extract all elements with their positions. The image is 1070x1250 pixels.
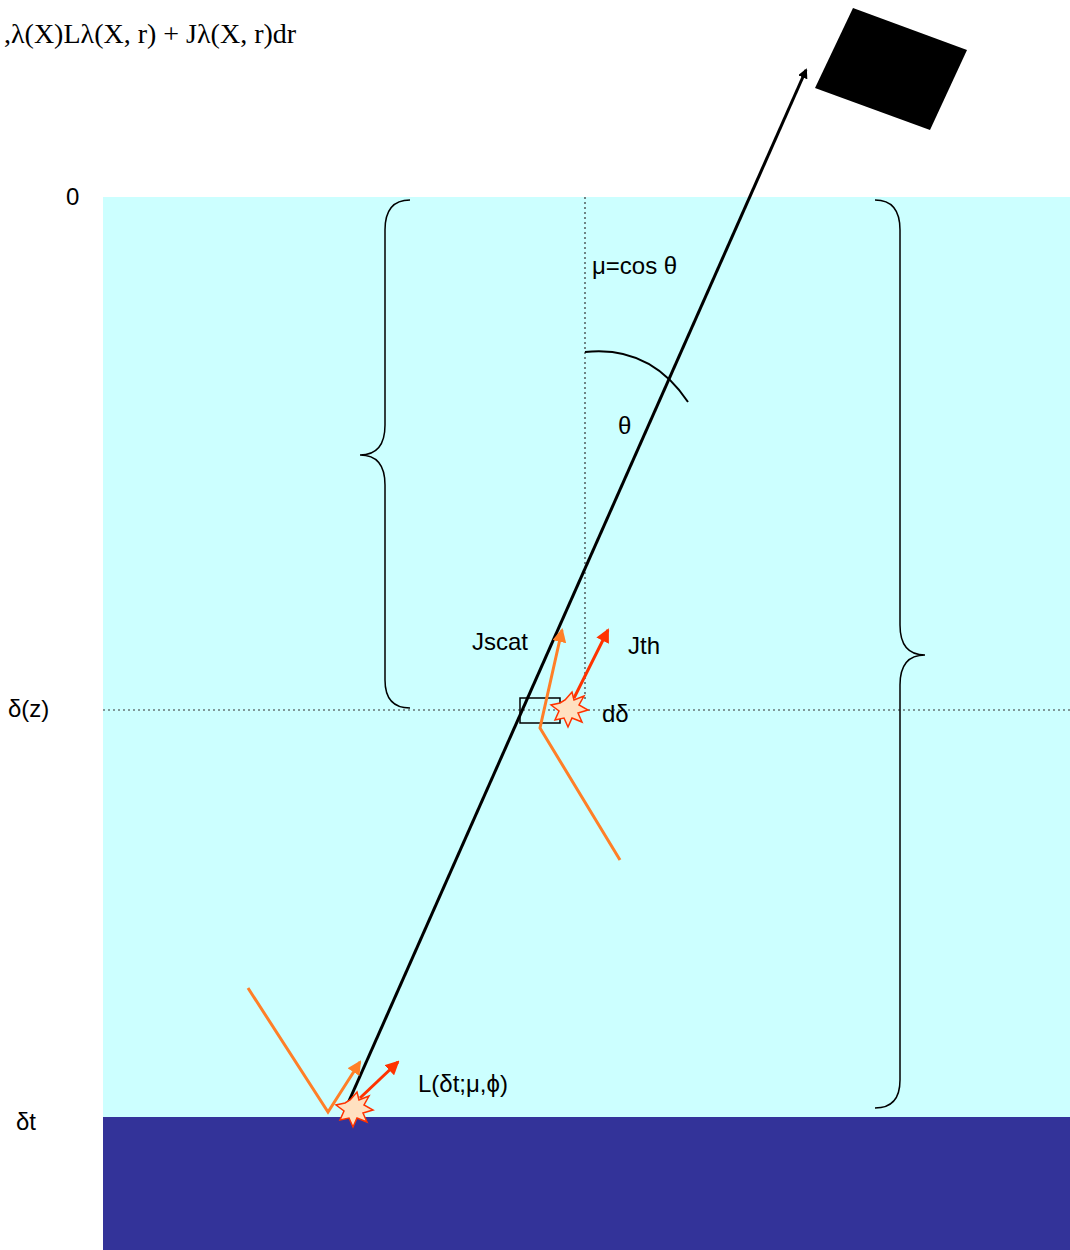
depth-z: δ(z) — [8, 695, 49, 723]
angle-symbol: θ — [618, 412, 631, 440]
bottom-reflect-ray — [248, 988, 360, 1112]
thermal-source: Jth — [628, 632, 660, 660]
layer-thickness: dδ — [602, 700, 629, 728]
total-depth: δt — [16, 1108, 36, 1136]
bottom-surface — [103, 1117, 1070, 1250]
cosine-label: μ=cos θ — [590, 252, 679, 280]
sensor — [815, 8, 967, 130]
depth-zero: 0 — [66, 183, 79, 211]
emission-burst — [551, 692, 588, 727]
bottom-radiance: L(δt;μ,ϕ) — [416, 1070, 510, 1098]
equation: ,λ(X)Lλ(X, r) + Jλ(X, r)dr — [4, 18, 296, 50]
scatter-ray — [540, 630, 620, 860]
volume-element — [520, 698, 560, 723]
line-of-sight — [345, 70, 806, 1110]
thermal-ray — [574, 630, 608, 698]
right-brace — [875, 200, 925, 1108]
vertical-reference — [584, 197, 585, 700]
bottom-emission-burst — [336, 1092, 373, 1127]
water-layer — [103, 197, 1070, 1117]
scatter-source: Jscat — [470, 628, 530, 656]
bottom-thermal-ray — [360, 1062, 398, 1098]
left-brace — [360, 200, 410, 708]
angle-arc — [585, 351, 688, 402]
